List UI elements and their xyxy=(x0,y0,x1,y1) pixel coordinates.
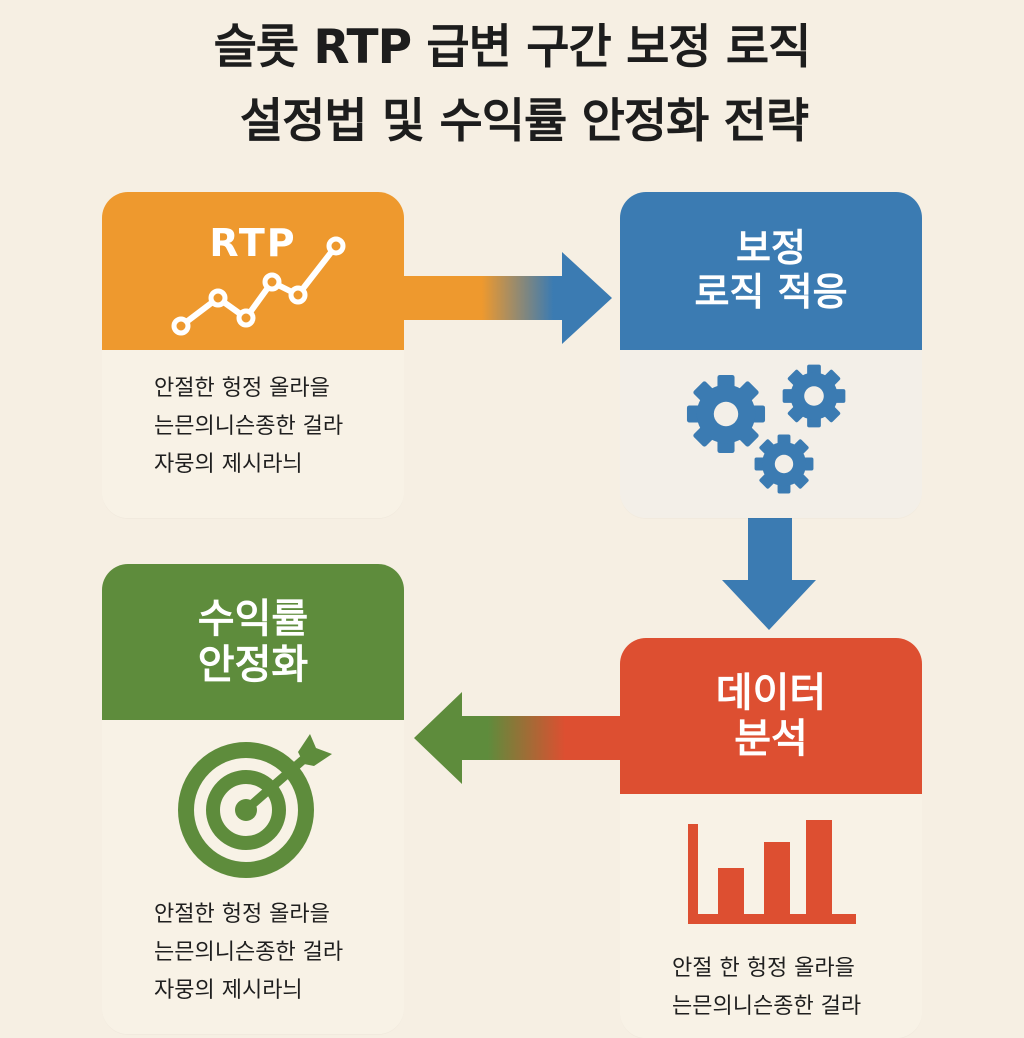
description-line: 자뭉의 제시라늬 xyxy=(154,978,303,1003)
rtp-card-description: 안절한 헝정 올라을 는믄의니슨종한 걸라 자뭉의 제시라늬 xyxy=(154,370,343,484)
data-card-title: 데이터 분석 xyxy=(716,670,826,762)
profit-card-body: 안절한 헝정 올라을 는믄의니슨종한 걸라 자뭉의 제시라늬 xyxy=(102,720,404,1034)
gears-icon xyxy=(686,364,846,494)
arrow-left-icon xyxy=(414,692,624,784)
title-line: 로직 적응 xyxy=(694,270,848,314)
description-line: 자뭉의 제시라늬 xyxy=(154,452,303,477)
correction-card-body xyxy=(620,350,922,518)
arrow-down-icon xyxy=(722,518,816,630)
rtp-card-body: 안절한 헝정 올라을 는믄의니슨종한 걸라 자뭉의 제시라늬 xyxy=(102,350,404,518)
rtp-card-header: RTP xyxy=(102,192,404,350)
profit-card-title: 수익률 안정화 xyxy=(198,596,308,688)
title-line: 수익률 xyxy=(197,596,309,642)
description-line: 는믄의니슨종한 걸라 xyxy=(154,414,344,439)
rtp-card: RTP 안절한 헝정 올라을 는믄의니슨종한 걸라 자뭉의 제시라늬 xyxy=(102,192,404,518)
title-line: 데이터 xyxy=(715,670,827,716)
profit-card-description: 안절한 헝정 올라을 는믄의니슨종한 걸라 자뭉의 제시라늬 xyxy=(154,896,343,1010)
data-card-description: 안절 한 헝정 올라을 는믄의니슨종한 걸라 xyxy=(672,950,861,1026)
target-icon xyxy=(178,734,332,878)
data-card-body: 안절 한 헝정 올라을 는믄의니슨종한 걸라 xyxy=(620,794,922,1038)
line-chart-icon xyxy=(171,236,346,336)
description-line: 안절 한 헝정 올라을 xyxy=(672,956,855,981)
bar-chart-icon xyxy=(688,820,856,924)
description-line: 는믄의니슨종한 걸라 xyxy=(154,940,344,965)
correction-card-title: 보정 로직 적응 xyxy=(694,227,847,314)
profit-card-header: 수익률 안정화 xyxy=(102,564,404,720)
title-line: 분석 xyxy=(734,716,808,762)
page-title-line1: 슬롯 RTP 급변 구간 보정 로직 xyxy=(213,20,812,75)
description-line: 안절한 헝정 올라을 xyxy=(154,902,330,927)
correction-logic-card: 보정 로직 적응 xyxy=(620,192,922,518)
title-line: 보정 xyxy=(736,226,806,271)
arrow-right-icon xyxy=(402,252,612,344)
title-line: 안정화 xyxy=(197,642,309,688)
rtp-card-title: RTP xyxy=(209,221,297,265)
correction-card-header: 보정 로직 적응 xyxy=(620,192,922,350)
profit-stabilization-card: 수익률 안정화 안절한 헝정 올라을 는믄의니슨종한 걸라 자뭉의 제시라늬 xyxy=(102,564,404,1034)
page-title-line2: 설정법 및 수익률 안정화 전략 xyxy=(239,94,809,149)
data-analysis-card: 데이터 분석 안절 한 헝정 올라을 는믄의니슨종한 걸라 xyxy=(620,638,922,1038)
data-card-header: 데이터 분석 xyxy=(620,638,922,794)
description-line: 안절한 헝정 올라을 xyxy=(154,376,330,401)
description-line: 는믄의니슨종한 걸라 xyxy=(672,994,862,1019)
